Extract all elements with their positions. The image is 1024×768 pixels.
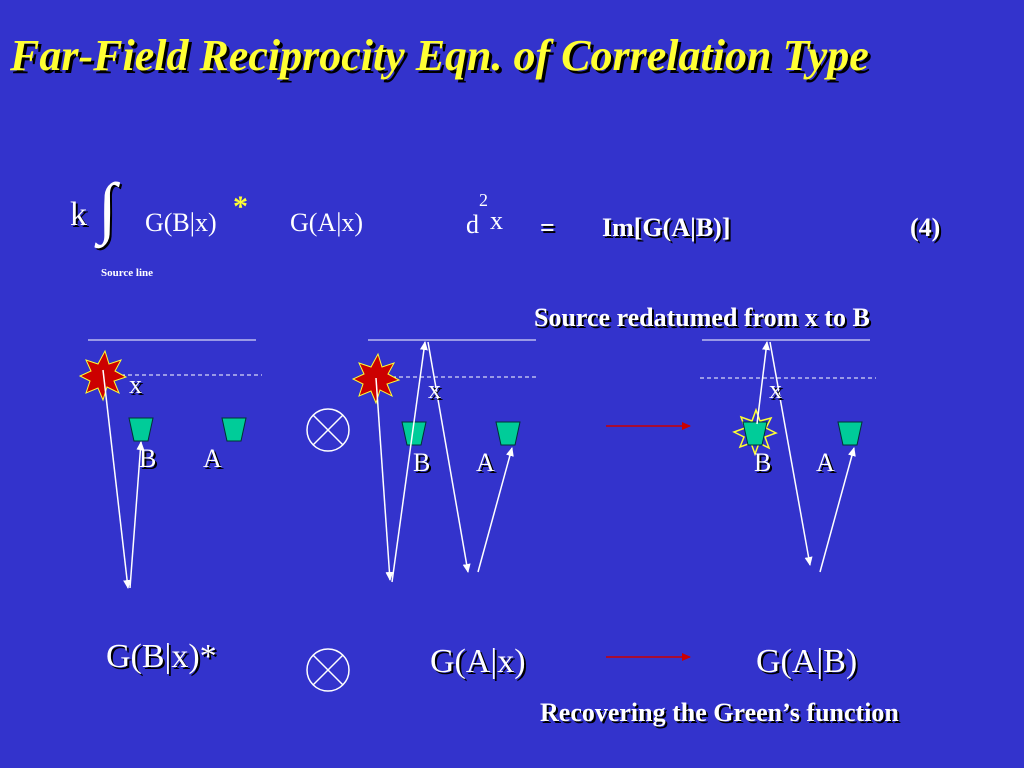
equals-sign: = [540,213,555,242]
ray-down-2 [427,341,471,573]
panel2-a-label: A [476,448,495,477]
ray-up-2 [819,447,856,573]
ray-up [129,441,145,589]
equation-rhs: Im[G(A|B)] [602,213,731,242]
bottom-g-ax: G(A|x) [430,643,526,680]
conjugate-star: * [233,190,248,223]
ray-up-1 [391,341,428,583]
equation-k: k [70,196,87,233]
ray-down-1 [375,377,394,581]
panel1-x-label: x [129,370,142,399]
receiver-b [742,421,768,446]
integral-sign: ∫ [98,169,117,245]
panel-3 [700,339,876,573]
redatum-subtitle: Source redatumed from x to B [534,303,870,332]
ray-down [769,341,813,566]
receiver-a [221,417,247,442]
equation-d: d [466,210,479,239]
page-title: Far-Field Reciprocity Eqn. of Correlatio… [10,31,869,80]
panel3-b-label: B [754,448,772,477]
panel-2 [351,339,536,583]
panel3-x-label: x [769,375,782,404]
receiver-a [837,421,863,446]
ray-down [102,369,132,589]
equation-exponent: 2 [479,190,488,210]
equation-g-bx: G(B|x) [145,208,217,237]
equation-g-ax: G(A|x) [290,208,364,237]
panel2-x-label: x [428,375,441,404]
caption: Recovering the Green’s function [540,698,899,727]
panel-1 [78,339,262,589]
correlation-symbol-2 [306,648,350,692]
panel3-a-label: A [816,448,835,477]
equation-number: (4) [910,213,941,242]
correlation-symbol-1 [306,408,350,452]
receiver-a [495,421,521,446]
panel1-a-label: A [203,444,222,473]
bottom-g-bx: G(B|x)* [106,638,217,675]
receiver-b [128,417,154,442]
receiver-b [401,421,427,446]
bottom-g-ab: G(A|B) [756,643,858,680]
panel1-b-label: B [139,444,157,473]
ray-up-2 [477,447,514,573]
panel2-b-label: B [413,448,431,477]
ray-up-1 [756,341,771,425]
source-line-label: Source line [101,267,154,279]
equation-x: x [490,206,503,235]
